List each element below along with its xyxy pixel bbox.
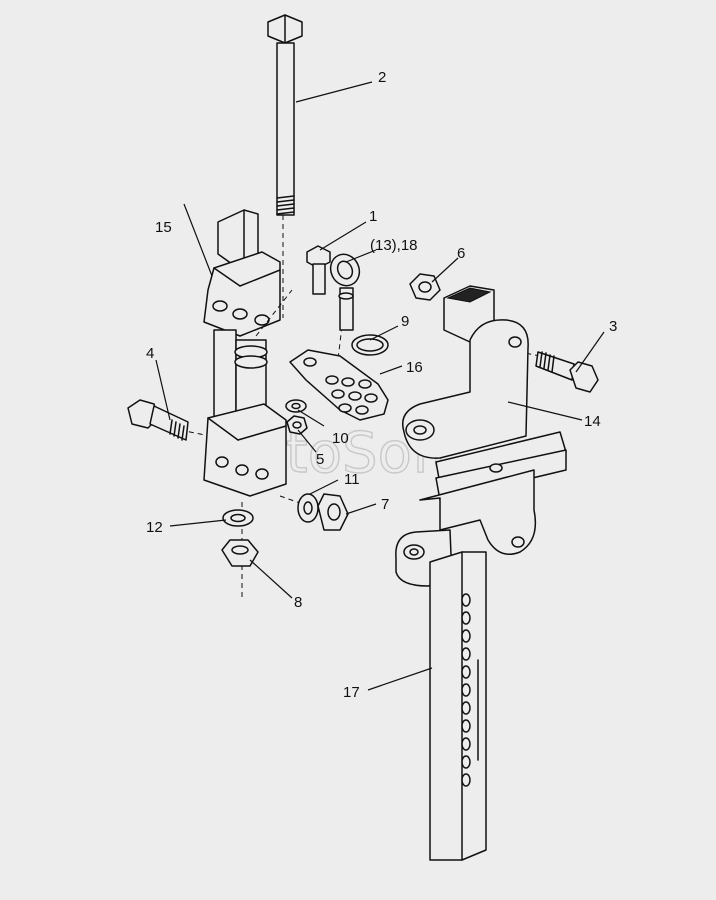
callout-11: 11 — [344, 471, 360, 488]
callout-labels: 2 1 (13),18 6 15 9 3 4 16 14 10 5 11 7 1… — [146, 69, 617, 701]
part-8-nut — [221, 539, 259, 567]
callout-16: 16 — [406, 359, 423, 376]
callout-7: 7 — [381, 496, 389, 513]
part-6-nut — [409, 273, 441, 301]
part-11-washer — [297, 493, 319, 523]
part-1-small-bolt — [306, 245, 331, 295]
callout-4: 4 — [146, 345, 154, 362]
callout-15: 15 — [155, 219, 172, 236]
callout-1: 1 — [369, 208, 377, 225]
callout-17: 17 — [343, 684, 360, 701]
callout-12: 12 — [146, 519, 163, 536]
part-17-adjustment-bar — [429, 551, 487, 861]
callout-10: 10 — [332, 430, 349, 447]
part-15-bracket — [203, 209, 293, 497]
callout-8: 8 — [294, 594, 302, 611]
part-4-bolt — [127, 399, 189, 441]
callout-14: 14 — [584, 413, 601, 430]
part-7-nut — [317, 493, 349, 531]
leader-lines — [155, 81, 605, 691]
callout-13-18: (13),18 — [370, 237, 418, 254]
callout-2: 2 — [378, 69, 386, 86]
part-10-washer — [285, 399, 307, 413]
part-5-nut — [286, 415, 308, 435]
part-9-snap-ring — [351, 334, 389, 356]
part-12-washer — [222, 509, 254, 527]
part-14-hitch-housing — [395, 285, 567, 587]
callout-5: 5 — [316, 451, 324, 468]
part-3-bolt — [535, 351, 599, 393]
part-2-long-bolt — [267, 14, 303, 216]
callout-3: 3 — [609, 318, 617, 335]
part-18-pin — [329, 253, 361, 331]
part-16-index-plate — [289, 349, 389, 421]
callout-6: 6 — [457, 245, 465, 262]
callout-9: 9 — [401, 313, 409, 330]
